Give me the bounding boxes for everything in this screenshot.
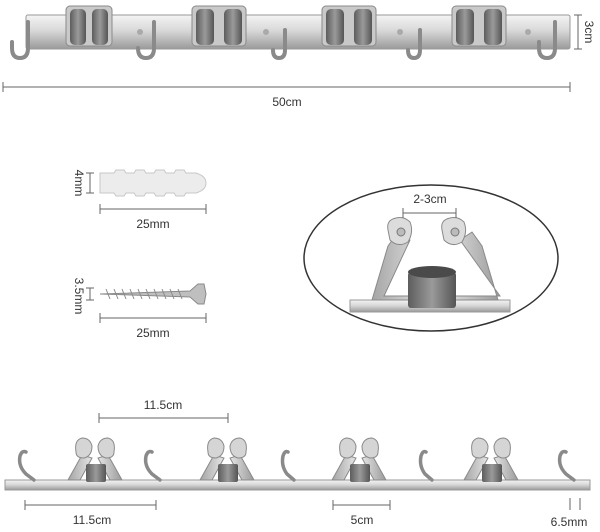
wall-anchor: 4mm 25mm [72, 169, 207, 231]
detail-ellipse [303, 184, 559, 332]
rack-length-label: 50cm [272, 95, 301, 109]
rack-screw-holes [137, 29, 531, 35]
gripper-gap-dimension [402, 208, 457, 218]
anchor-shape [99, 169, 207, 197]
gripper-spacing-label: 11.5cm [144, 398, 182, 412]
hook-spacing-label: 5cm [351, 513, 374, 527]
screw: 3.5mm 25mm [72, 278, 207, 340]
end-to-gripper-label: 11.5cm [73, 513, 111, 527]
screw-length-dimension [99, 313, 207, 323]
end-to-gripper-dimension [24, 500, 157, 510]
detail-rubber-tips [387, 217, 467, 246]
rack-height-label: 3cm [582, 21, 596, 44]
gripper-gap-label: 2-3cm [413, 192, 446, 206]
anchor-length-dimension [99, 204, 207, 214]
screw-length-label: 25mm [136, 326, 169, 340]
rack-grippers [65, 5, 507, 47]
bottom-rack-hooks [17, 449, 576, 482]
anchor-diameter-label: 4mm [72, 170, 86, 197]
screw-diameter-dimension [86, 287, 94, 301]
anchor-length-label: 25mm [136, 217, 169, 231]
hook-spacing-dimension [332, 500, 391, 510]
rack-height-dimension [574, 14, 582, 50]
gripper-spacing-dimension [98, 413, 229, 423]
screw-diameter-label: 3.5mm [72, 278, 86, 315]
rack-length-dimension [2, 82, 571, 92]
top-rack: 3cm 50cm [2, 5, 596, 109]
detail-cylinder-top [408, 266, 456, 278]
screw-thread [105, 288, 183, 300]
bar-thickness-label: 6.5mm [551, 515, 588, 529]
screw-shape [99, 283, 207, 305]
detail-rubber-cylinder [408, 272, 456, 308]
bottom-rack: 11.5cm [4, 398, 591, 529]
bar-thickness-dimension [569, 498, 581, 510]
rack-hooks [10, 20, 557, 61]
gripper-detail: 2-3cm [303, 184, 559, 332]
bottom-rack-bar [4, 479, 591, 491]
bottom-rack-grippers [67, 437, 519, 482]
anchor-diameter-dimension [86, 172, 94, 194]
